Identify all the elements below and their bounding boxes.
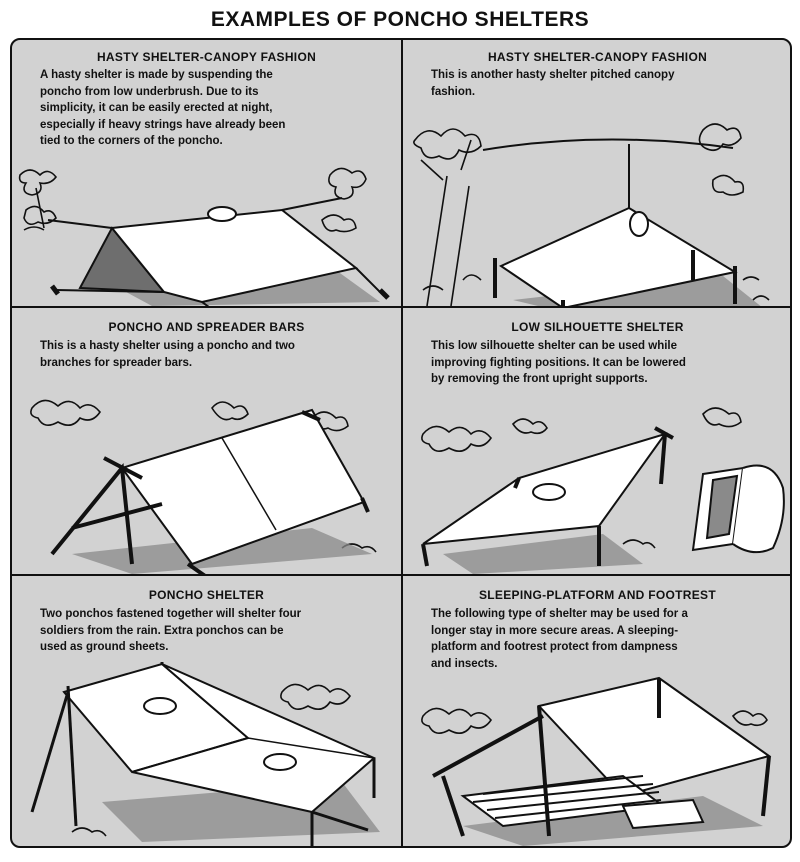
canopy-shelter-illustration	[413, 123, 770, 306]
hood-tie-icon	[207, 206, 237, 222]
text-line: and insects.	[431, 657, 498, 670]
brush-icon	[421, 407, 742, 549]
panel-heading: PONCHO AND SPREADER BARS	[108, 320, 305, 334]
text-line: This is a hasty shelter using a poncho a…	[40, 340, 295, 352]
text-line: used as ground sheets.	[40, 641, 169, 653]
panel-hasty-shelter-canopy: HASTY SHELTER-CANOPY FASHION This is ano…	[403, 40, 790, 306]
text-line: platform and footrest protect from dampn…	[431, 641, 678, 653]
panel-poncho-spreader-bars: PONCHO AND SPREADER BARS This is a hasty…	[12, 308, 401, 574]
text-line: This is another hasty shelter pitched ca…	[431, 69, 675, 81]
underbrush-right-icon	[321, 167, 367, 233]
panel-description: This is a hasty shelter using a poncho a…	[40, 338, 375, 371]
hood-tie-icon-2	[263, 753, 297, 771]
horizontal-divider-2	[12, 574, 790, 576]
text-line: This low silhouette shelter can be used …	[431, 340, 678, 352]
panel-hasty-shelter-underbrush: HASTY SHELTER-CANOPY FASHION A hasty she…	[12, 40, 401, 306]
platform-posts	[432, 678, 771, 837]
text-line: Two ponchos fastened together will shelt…	[40, 608, 302, 620]
text-line: longer stay in more secure areas. A slee…	[431, 624, 679, 637]
corner-stakes	[493, 250, 737, 306]
poles-and-guy-lines	[30, 662, 376, 846]
text-line: soldiers from the rain. Extra ponchos ca…	[40, 624, 284, 637]
brush-icon	[71, 683, 351, 837]
low-silhouette-illustration	[421, 407, 785, 574]
panel-heading: HASTY SHELTER-CANOPY FASHION	[487, 50, 708, 64]
panel-description: This is another hasty shelter pitched ca…	[431, 67, 766, 100]
text-line: simplicity, it can be easily erected at …	[40, 102, 273, 114]
tree-icon	[413, 128, 482, 306]
brush-icon	[421, 707, 768, 734]
hasty-shelter-underbrush-illustration	[18, 167, 390, 306]
text-line: improving fighting positions. It can be …	[431, 356, 686, 369]
text-line: tied to the corners of the poncho.	[40, 135, 223, 147]
footrest-icon	[621, 798, 705, 830]
hood-tie-icon	[532, 483, 566, 501]
panel-description: The following type of shelter may be use…	[431, 606, 766, 672]
text-line: branches for spreader bars.	[40, 356, 193, 369]
underbrush-left-icon	[18, 169, 58, 231]
panel-description: Two ponchos fastened together will shelt…	[40, 606, 375, 656]
poncho-shelter-illustration	[30, 662, 380, 846]
horizontal-divider-1	[12, 306, 790, 308]
fighting-position-icon	[691, 464, 785, 554]
brush-right-icon	[698, 123, 770, 301]
panel-heading: LOW SILHOUETTE SHELTER	[511, 320, 684, 334]
illustration-frame: HASTY SHELTER-CANOPY FASHION A hasty she…	[10, 38, 792, 848]
hood-tie-icon	[629, 211, 649, 237]
page-title: EXAMPLES OF PONCHO SHELTERS	[210, 8, 590, 31]
vertical-divider	[401, 40, 403, 846]
ground-shadow	[443, 534, 643, 574]
poncho-canopy-tarp	[110, 208, 359, 304]
hood-tie-icon	[143, 697, 177, 715]
sleeping-platform-illustration	[421, 676, 772, 846]
upright-supports	[421, 426, 674, 567]
poncho-tarp-right	[131, 663, 376, 814]
panel-description: A hasty shelter is made by suspending th…	[40, 67, 375, 150]
text-line: The following type of shelter may be use…	[431, 608, 688, 620]
poncho-canopy-tarp	[498, 206, 738, 306]
spreader-bars	[50, 410, 370, 574]
panel-heading: SLEEPING-PLATFORM AND FOOTREST	[479, 588, 716, 602]
text-line: especially if heavy strings have already…	[40, 118, 286, 131]
text-line: fashion.	[431, 85, 476, 98]
ridge-line	[482, 138, 734, 151]
panel-poncho-shelter: PONCHO SHELTER Two ponchos fastened toge…	[12, 576, 401, 846]
spreader-bars-illustration	[30, 399, 377, 574]
panel-heading: PONCHO SHELTER	[148, 588, 265, 602]
text-line: by removing the front upright supports.	[431, 373, 648, 385]
panel-sleeping-platform: SLEEPING-PLATFORM AND FOOTREST The follo…	[403, 576, 790, 846]
poncho-tarp	[537, 676, 772, 798]
panel-heading: HASTY SHELTER-CANOPY FASHION	[96, 50, 317, 64]
panel-description: This low silhouette shelter can be used …	[431, 338, 766, 388]
text-line: A hasty shelter is made by suspending th…	[40, 69, 273, 81]
tie-lines	[47, 197, 385, 306]
text-line: poncho from low underbrush. Due to its	[40, 85, 259, 98]
panel-low-silhouette-shelter: LOW SILHOUETTE SHELTER This low silhouet…	[403, 308, 790, 574]
